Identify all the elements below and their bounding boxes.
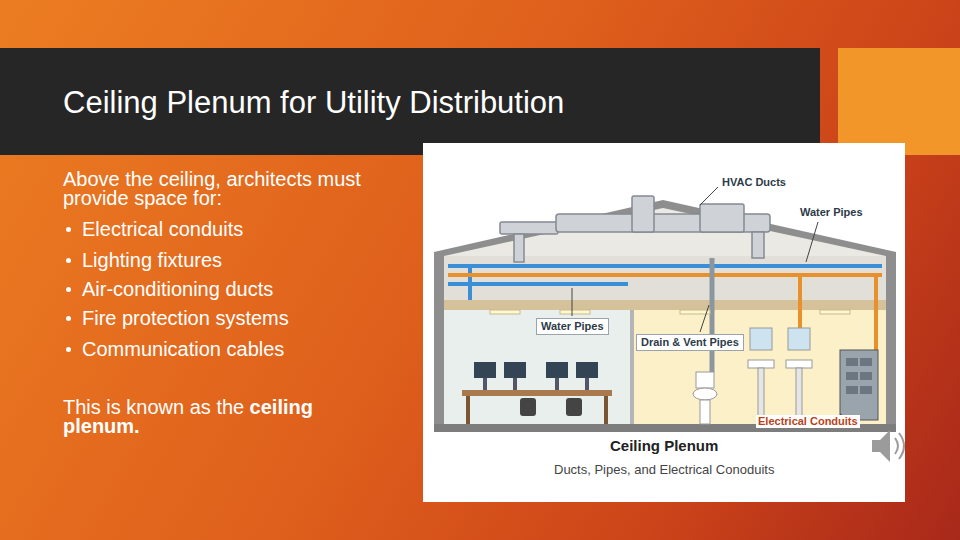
bathroom-fixture (750, 328, 772, 350)
office-furniture (585, 378, 589, 390)
speaker-icon (872, 430, 890, 462)
leader-line (572, 288, 573, 316)
light-fixture (680, 310, 710, 314)
bullet-item: Fire protection systems (82, 306, 289, 330)
speaker-icon (895, 438, 898, 454)
hot-pipe (874, 275, 878, 350)
speaker-icon (872, 430, 904, 462)
leader-line (572, 187, 852, 421)
office-furniture (466, 396, 470, 424)
bullet-dot (66, 287, 71, 292)
office-furniture (483, 378, 487, 390)
intro-text: Above the ceiling, architects must provi… (63, 170, 363, 208)
electrical-panel (846, 372, 858, 380)
office-furniture (462, 362, 612, 424)
bullet-item: Lighting fixtures (82, 248, 222, 272)
hvac-duct (514, 234, 524, 262)
image-panel (423, 143, 905, 502)
callout-label: Water Pipes (800, 206, 863, 219)
electrical-panel (860, 372, 872, 380)
figure-caption: Ducts, Pipes, and Electrical Conoduits (554, 462, 774, 478)
office-furniture (546, 362, 568, 378)
electrical-panel (860, 358, 872, 366)
callout-label: HVAC Ducts (722, 176, 786, 189)
house-shell (434, 200, 896, 432)
accent-square (838, 48, 960, 155)
bullet-item: Air-conditioning ducts (82, 277, 273, 301)
house-shell (634, 310, 886, 424)
electrical-panel (840, 350, 878, 420)
office-furniture (604, 396, 608, 424)
light-fixture (490, 310, 520, 314)
house-shell (444, 256, 886, 300)
hot-pipe (448, 275, 882, 350)
electrical-panel (840, 350, 878, 420)
office-furniture (474, 362, 496, 378)
office-furniture (555, 378, 559, 390)
water-pipe (448, 282, 628, 286)
image-panel (423, 143, 905, 502)
bullet-dot (66, 227, 71, 232)
office-furniture (576, 362, 598, 378)
hvac-duct (752, 232, 764, 258)
bathroom-fixture (748, 360, 774, 368)
hvac-duct (700, 204, 744, 232)
water-pipe (448, 266, 882, 300)
water-pipe (468, 266, 472, 300)
leader-line (806, 222, 818, 262)
bathroom-fixture (696, 372, 714, 388)
hvac-duct (500, 222, 558, 234)
bullet-item: Communication cables (82, 337, 284, 361)
house-shell (444, 310, 630, 424)
bathroom-fixture (700, 400, 710, 424)
light-fixture (490, 310, 850, 314)
electrical-panel (846, 386, 858, 394)
house-shell (444, 208, 886, 300)
light-fixture (560, 310, 590, 314)
hvac-duct (500, 196, 770, 262)
callout-label: Water Pipes (536, 318, 609, 335)
closing-text: This is known as the (63, 396, 250, 418)
closing-paragraph: This is known as theceiling plenum. (63, 398, 363, 436)
bullet-dot (66, 258, 71, 263)
slide-title: Ceiling Plenum for Utility Distribution (63, 84, 564, 122)
bathroom-fixture (693, 388, 717, 400)
hvac-duct (632, 196, 654, 232)
office-furniture (566, 398, 582, 416)
office-furniture (462, 390, 612, 396)
speaker-icon (899, 433, 904, 459)
drain-pipe (710, 258, 715, 372)
hot-pipe (448, 273, 882, 277)
house-shell (444, 300, 886, 310)
leader-line (700, 187, 718, 205)
house-shell (434, 200, 896, 432)
house-shell (630, 310, 634, 424)
callout-label: Electrical Conduits (756, 415, 860, 428)
electrical-panel (846, 358, 858, 366)
bathroom-fixture (786, 360, 812, 368)
light-fixture (820, 310, 850, 314)
bullet-dot (66, 316, 71, 321)
leader-line (700, 305, 709, 332)
drain-pipe (710, 258, 715, 372)
bullet-item: Electrical conduits (82, 217, 243, 241)
office-furniture (520, 398, 536, 416)
office-furniture (513, 378, 517, 390)
water-pipe (448, 264, 882, 268)
bathroom-fixture (788, 328, 810, 350)
bullet-dot (66, 347, 71, 352)
figure-title: Ceiling Plenum (610, 437, 718, 455)
office-furniture (504, 362, 526, 378)
callout-label: Drain & Vent Pipes (636, 334, 744, 351)
electrical-panel (860, 386, 872, 394)
